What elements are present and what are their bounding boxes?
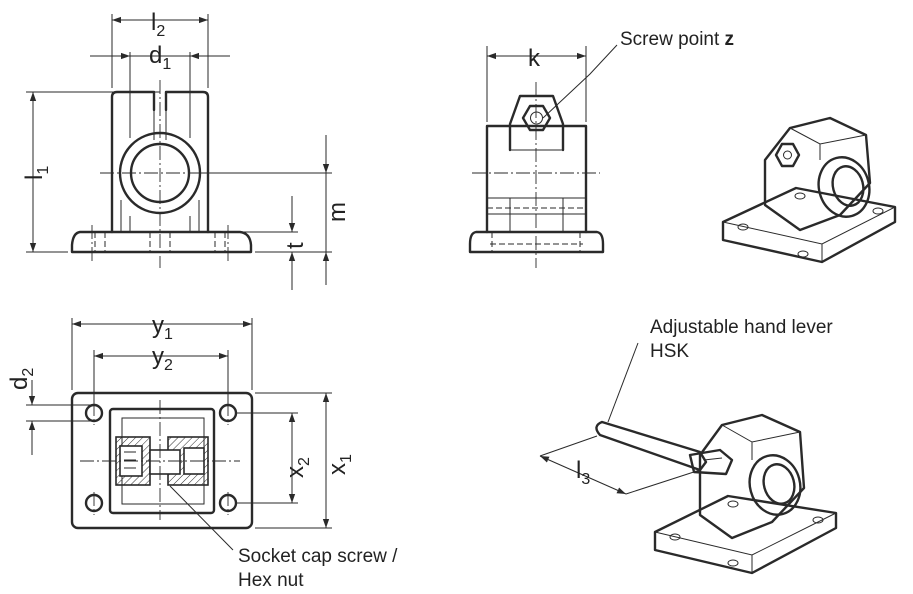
front-view bbox=[26, 14, 332, 290]
screw-point-label: Screw point z bbox=[620, 29, 734, 50]
label-y1: y1 bbox=[152, 312, 173, 343]
top-view bbox=[26, 318, 332, 551]
isometric-view-clamp bbox=[721, 116, 897, 264]
annotations: Screw point z Adjustable hand lever HSK … bbox=[238, 29, 833, 591]
label-t: t bbox=[282, 242, 309, 249]
label-l3: l3 bbox=[576, 457, 590, 488]
label-l1: l1 bbox=[21, 166, 52, 180]
socket-cap-label-line2: Hex nut bbox=[238, 570, 304, 591]
side-view bbox=[468, 44, 618, 268]
dimension-labels: l2 d1 l1 m t k y1 y2 d2 x1 x2 l3 bbox=[6, 9, 590, 488]
label-y2: y2 bbox=[152, 343, 173, 374]
label-d1: d1 bbox=[149, 42, 171, 73]
label-x1: x1 bbox=[324, 454, 355, 475]
hand-lever-label-line1: Adjustable hand lever bbox=[650, 317, 833, 338]
label-l2: l2 bbox=[151, 9, 165, 40]
label-d2: d2 bbox=[6, 368, 37, 390]
hand-lever-label-line2: HSK bbox=[650, 341, 689, 362]
isometric-view-with-lever bbox=[539, 342, 838, 575]
socket-cap-label-line1: Socket cap screw / bbox=[238, 546, 398, 567]
label-m: m bbox=[324, 202, 351, 222]
label-x2: x2 bbox=[282, 457, 313, 478]
label-k: k bbox=[528, 45, 541, 72]
